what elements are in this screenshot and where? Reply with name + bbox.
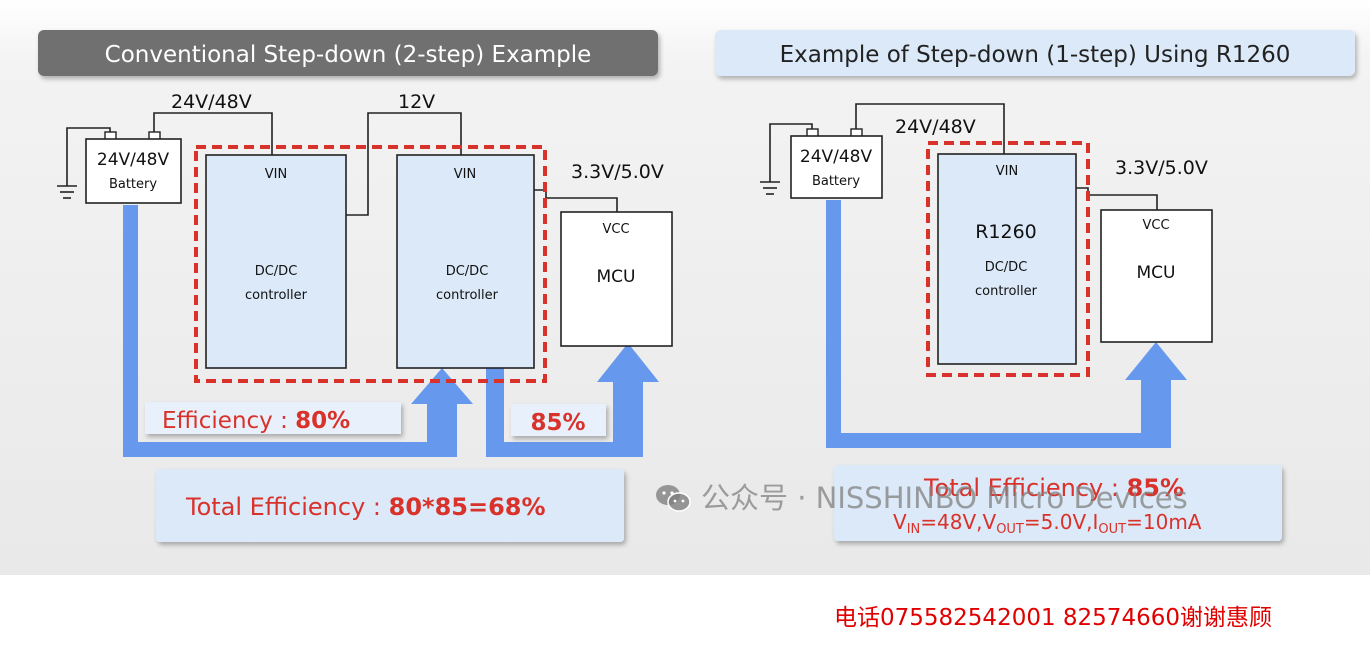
left-controller1-line2: controller xyxy=(245,288,308,303)
left-rail-mid-label: 12V xyxy=(398,91,435,113)
right-arrow-battery-to-mcu xyxy=(826,200,1187,448)
left-efficiency2-label: 85% xyxy=(511,404,606,436)
right-conditions: VIN=48V,VOUT=5.0V,IOUT=10mA xyxy=(893,510,1202,537)
left-battery-label: Battery xyxy=(109,177,157,192)
right-battery: 24V/48V Battery xyxy=(790,128,883,199)
left-controller2-pin: VIN xyxy=(454,167,476,182)
left-total-efficiency-box: Total Efficiency : 80*85=68% xyxy=(156,469,624,542)
left-battery-voltage: 24V/48V xyxy=(97,150,170,170)
left-battery: 24V/48V Battery xyxy=(85,131,182,204)
right-battery-voltage: 24V/48V xyxy=(800,147,873,167)
left-efficiency-label: Efficiency : 80% xyxy=(145,402,401,434)
right-total-efficiency-box: Total Efficiency : 85% VIN=48V,VOUT=5.0V… xyxy=(834,465,1282,541)
svg-text:Total Efficiency : 80*85=68%: Total Efficiency : 80*85=68% xyxy=(185,493,546,521)
left-efficiency-prefix: Efficiency : xyxy=(162,408,295,434)
left-dcdc-controller-1: VIN DC/DC controller xyxy=(205,154,347,369)
left-total-value: 80*85=68% xyxy=(389,493,546,521)
right-total-value: 85% xyxy=(1127,474,1184,502)
svg-text:Total Efficiency : 85%: Total Efficiency : 85% xyxy=(923,474,1184,502)
right-rail-in-label: 24V/48V xyxy=(895,116,976,138)
left-mcu-label: MCU xyxy=(597,267,636,287)
left-power-flow-arrows xyxy=(123,205,659,457)
right-controller-line1: DC/DC xyxy=(985,260,1028,275)
left-rail-out-label: 3.3V/5.0V xyxy=(571,161,664,183)
left-rail-in-label: 24V/48V xyxy=(171,91,252,113)
left-efficiency2-value: 85% xyxy=(530,410,585,436)
right-title: Example of Step-down (1-step) Using R126… xyxy=(780,42,1291,68)
left-controller2-line2: controller xyxy=(436,288,499,303)
left-efficiency-value: 80% xyxy=(295,408,350,434)
left-dcdc-controller-2: VIN DC/DC controller xyxy=(396,154,535,369)
right-controller-pin: VIN xyxy=(996,164,1018,179)
right-dashed-highlight xyxy=(926,141,1090,377)
right-r1260-controller: VIN R1260 DC/DC controller xyxy=(937,153,1077,365)
right-controller-line2: controller xyxy=(975,284,1038,299)
right-total-prefix: Total Efficiency : xyxy=(923,474,1127,502)
left-mcu: VCC MCU xyxy=(560,211,673,347)
right-mcu: VCC MCU xyxy=(1100,209,1213,343)
wechat-icon xyxy=(656,485,691,512)
left-controller2-line1: DC/DC xyxy=(446,264,489,279)
left-wires xyxy=(57,112,618,216)
left-controller1-pin: VIN xyxy=(265,167,287,182)
right-mcu-label: MCU xyxy=(1137,263,1176,283)
right-controller-name: R1260 xyxy=(975,221,1037,243)
left-mcu-pin: VCC xyxy=(602,222,629,237)
watermark: 公众号 · NISSHINBO Micro Devices xyxy=(655,475,1188,517)
left-controller1-line1: DC/DC xyxy=(255,264,298,279)
right-mcu-pin: VCC xyxy=(1142,218,1169,233)
left-title-banner: Conventional Step-down (2-step) Example xyxy=(38,30,658,76)
left-dashed-highlight xyxy=(194,145,547,383)
svg-text:Efficiency : 80%: Efficiency : 80% xyxy=(162,408,350,434)
left-total-prefix: Total Efficiency : xyxy=(185,493,389,521)
left-arrow-battery-to-controller2 xyxy=(123,205,473,457)
right-rail-out-label: 3.3V/5.0V xyxy=(1115,157,1208,179)
right-battery-label: Battery xyxy=(812,174,860,189)
left-title: Conventional Step-down (2-step) Example xyxy=(105,42,592,68)
footer-contact: 电话075582542001 82574660谢谢惠顾 xyxy=(834,605,1272,631)
watermark-text: 公众号 · NISSHINBO Micro Devices xyxy=(701,481,1188,515)
left-arrow-controller2-to-mcu xyxy=(486,343,659,457)
right-title-banner: Example of Step-down (1-step) Using R126… xyxy=(715,30,1355,76)
